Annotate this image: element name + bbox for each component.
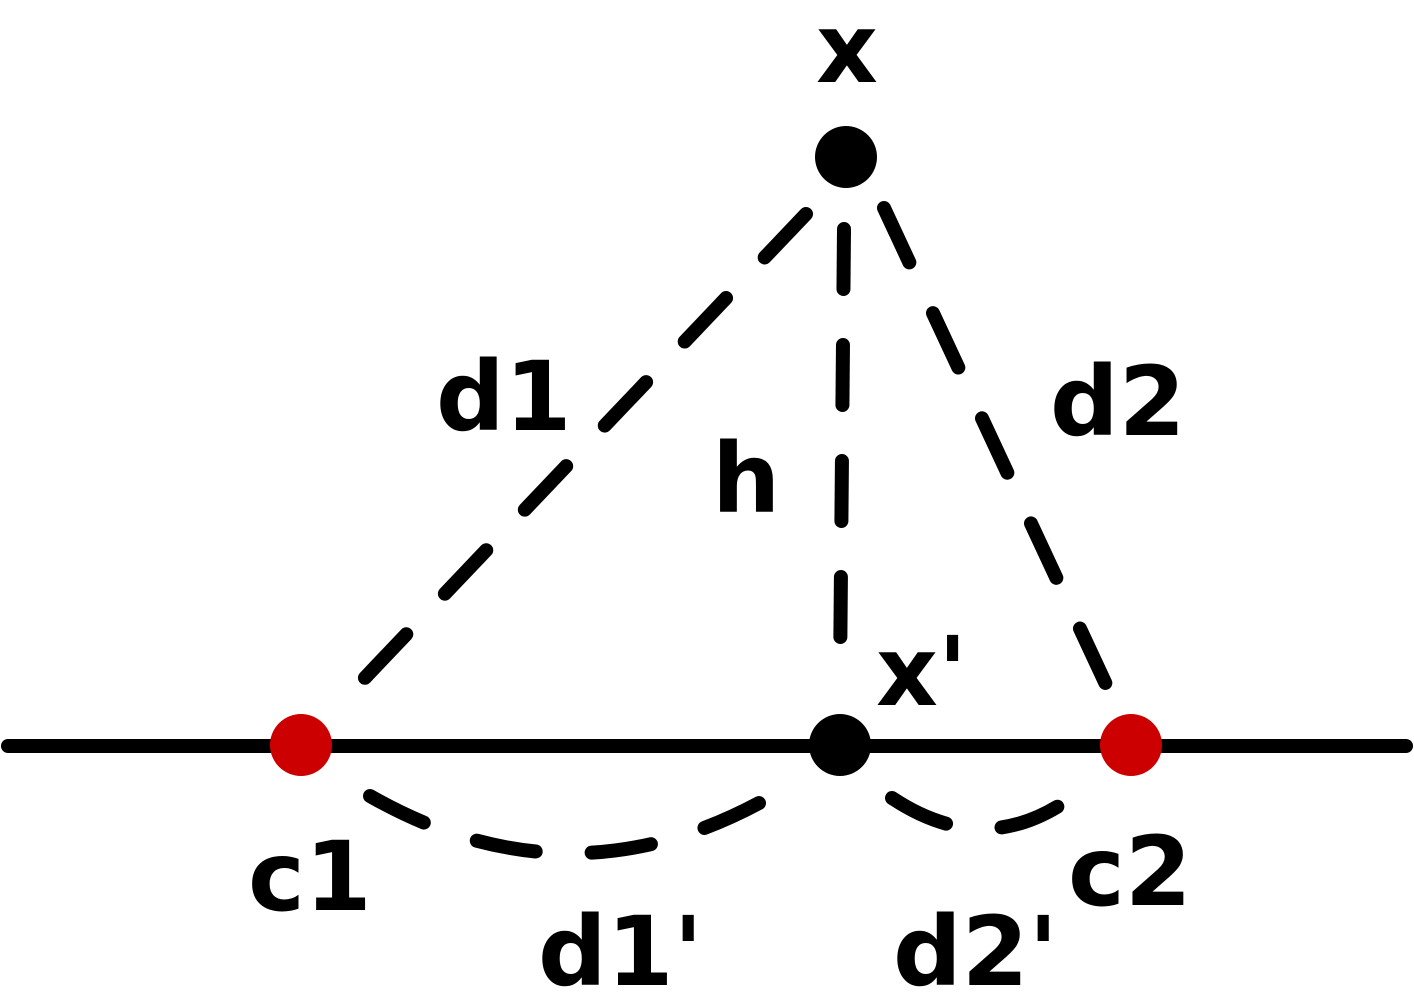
label-d2: d2 bbox=[1050, 346, 1186, 458]
dashed-line-d2 bbox=[877, 201, 1117, 700]
point-x bbox=[815, 126, 877, 188]
point-x-prime bbox=[809, 714, 871, 776]
label-x-prime: x' bbox=[876, 616, 967, 728]
station-c1 bbox=[270, 714, 332, 776]
label-c1: c1 bbox=[248, 821, 372, 933]
station-c2 bbox=[1100, 714, 1162, 776]
label-d1-prime: d1' bbox=[538, 896, 703, 1000]
label-d2-prime: d2' bbox=[893, 896, 1058, 1000]
dashed-arc-d1-prime bbox=[363, 789, 777, 861]
label-c2: c2 bbox=[1068, 816, 1192, 928]
label-x: x bbox=[816, 0, 878, 105]
dashed-line-d1 bbox=[333, 207, 813, 711]
label-h: h bbox=[712, 423, 780, 535]
label-d1: d1 bbox=[436, 341, 572, 453]
dashed-line-h bbox=[833, 222, 851, 687]
dashed-arc-d2-prime bbox=[885, 790, 1079, 836]
